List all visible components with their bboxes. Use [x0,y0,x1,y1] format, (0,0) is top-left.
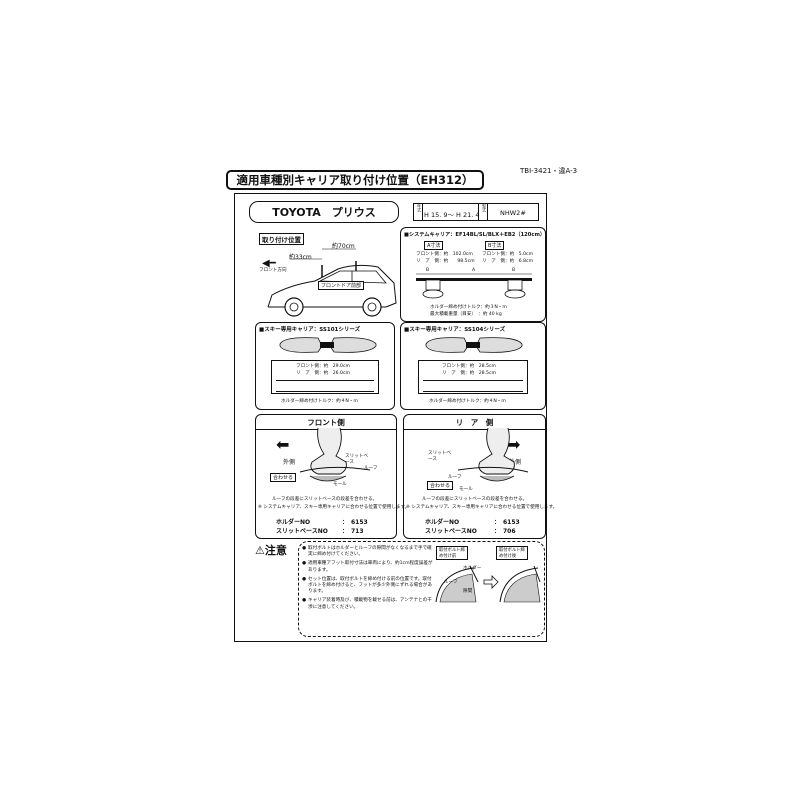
ss101-rear: リ ア 側：約 26.0cm [296,371,350,376]
dim-70: 約70cm [332,243,355,250]
rear-side-panel [403,414,546,539]
ski-ss101-illustration [279,337,377,353]
caution-roof: ルーフ [444,580,458,585]
content-frame [234,193,547,642]
rear-slit-base: スリットベース [428,451,451,463]
after-tighten-tag: 取付ボルト締め付け後 [496,546,528,560]
rear-slit-no: ： 706 [494,528,516,535]
rear-mold: モール [459,487,473,492]
ss104-rail [423,380,523,392]
ss104-torque: ホルダー締め付けトルク：約４N・m [429,399,506,404]
rear-note2: ※ システムキャリア、スキー専用キャリアに合わせる位置で使用します。 [406,505,558,510]
ss101-torque: ホルダー締め付けトルク：約４N・m [281,399,358,404]
rear-note1: ルーフの段差にスリットベースの段差を合わせる。 [422,497,528,502]
year-label: 年式 [414,204,423,220]
ski-ss101-panel [255,322,395,410]
outside-arrow-left-icon: ⬅ [276,435,290,454]
label-a: A [472,268,476,273]
system-max-load: 最大積載重量（目安） ：約 40 kg [430,312,502,317]
ski-ss104-panel [400,322,546,410]
caution-title: ⚠注意 [255,544,287,557]
bullet-icon: ● [302,598,307,604]
ski-ss104-header: ■スキー専用キャリア：SS104シリーズ [404,327,506,333]
system-carrier-header: ■システムキャリア：EF14BL/SL/BLX＋EB2（120cm） [404,232,546,238]
a-dim-tag: A寸法 [424,241,444,250]
ski-ss104-inner-box [418,360,528,394]
system-front-a: フロント側：約 102.0cm [416,252,473,257]
rear-align-tag: 合わせる [427,481,454,490]
bullet-icon: ● [302,576,307,582]
b-dim-tag: B寸法 [485,241,505,250]
mount-position-label: 取り付け位置 [259,233,304,245]
front-direction: フロント方向 [259,268,287,273]
ss104-rear: リ ア 側：約 28.5cm [442,371,496,376]
front-note2: ※ システムキャリア、スキー専用キャリアに合わせる位置で使用します。 [258,505,410,510]
front-arrow-icon: ◀━ [262,258,276,269]
rear-side-title: リ ア 側 [404,415,545,430]
system-torque: ホルダー締め付けトルク：約３N・m [430,305,507,310]
rear-outside: 外側 [509,459,522,466]
front-align-tag: 合わせる [270,473,297,482]
ski-ss104-illustration [425,337,523,353]
front-holder-no: ： 6153 [342,519,368,526]
caution-item-2: 適用車種アフット取付寸法は車両により、約1cm程度誤差があります。 [308,561,433,573]
caution-panel [298,541,545,637]
front-slit-label: スリットベースNO [276,528,328,535]
system-front-b: フロント側：約 5.0cm [482,252,534,257]
document-id: TBI-3421・違A-3 [520,167,578,175]
ski-ss101-inner-box [271,360,379,394]
front-mold: モール [333,482,347,487]
vehicle-year: H 15. 9～ H 21. 4 [424,211,480,219]
system-carrier-panel [400,227,546,322]
front-slit-no: ： 713 [342,528,364,535]
before-tighten-tag: 取付ボルト締め付け前 [436,546,468,560]
rear-holder-no: ： 6153 [494,519,520,526]
system-carrier-illustration [416,273,532,299]
vehicle-model: NHW2# [500,209,526,217]
car-side-illustration [267,248,397,317]
caution-list: ●取付ボルトはホルダーとルーフの隙間がなくなるまで手で確実に締め付けてください。… [302,546,434,611]
bullet-icon: ● [302,546,307,551]
caution-item-3: セット位置は、取付ボルトを締め付ける前の位置です。取付ボルトを締め付けると、フッ… [308,576,432,595]
label-b-left: B [426,268,430,273]
rear-slit-illustration [457,427,529,482]
ss101-front: フロント側：約 29.0cm [296,364,350,369]
dim-33: 約33cm [289,254,312,261]
page-title: 適用車種別キャリア取り付け位置（EH312） [226,170,484,190]
front-outside: 外側 [283,459,296,466]
system-rear-a: リ ア 側：約 98.5cm [416,259,475,264]
tightening-illustration [435,565,541,603]
rear-holder-label: ホルダーNO [425,519,460,526]
ss104-front: フロント側：約 28.5cm [442,364,496,369]
label-b-right: B [512,268,516,273]
system-rear-b: リ ア 側：約 6.8cm [482,259,534,264]
model-label: 型式 [478,204,488,220]
front-note1: ルーフの段差にスリットベースの段差を合わせる。 [272,497,378,502]
outside-arrow-right-icon: ➡ [507,435,521,454]
ss101-rail [276,380,374,392]
front-holder-label: ホルダーNO [276,519,311,526]
front-door-label: フロントドア前部 [318,281,365,290]
front-roof: ルーフ [364,466,378,471]
caution-item-4: キャリア装着時及び、積載物を載せる前は、アンテナとの干渉に注意してください。 [308,598,432,610]
vehicle-spec-box [413,203,539,221]
front-side-panel [255,414,397,539]
caution-item-1: 取付ボルトはホルダーとルーフの隙間がなくなるまで手で確実に締め付けてください。 [308,546,432,558]
ski-ss101-header: ■スキー専用キャリア：SS101シリーズ [259,327,361,333]
rear-roof: ルーフ [448,475,462,480]
front-slit-illustration [299,427,371,482]
rear-slit-label: スリットベースNO [425,528,477,535]
front-slit-base: スリットベース [345,454,368,466]
caution-holder: ホルダー [463,566,482,571]
bullet-icon: ● [302,561,307,567]
caution-gap: 隙間 [463,589,473,594]
vehicle-name: TOYOTA プリウス [249,201,399,223]
